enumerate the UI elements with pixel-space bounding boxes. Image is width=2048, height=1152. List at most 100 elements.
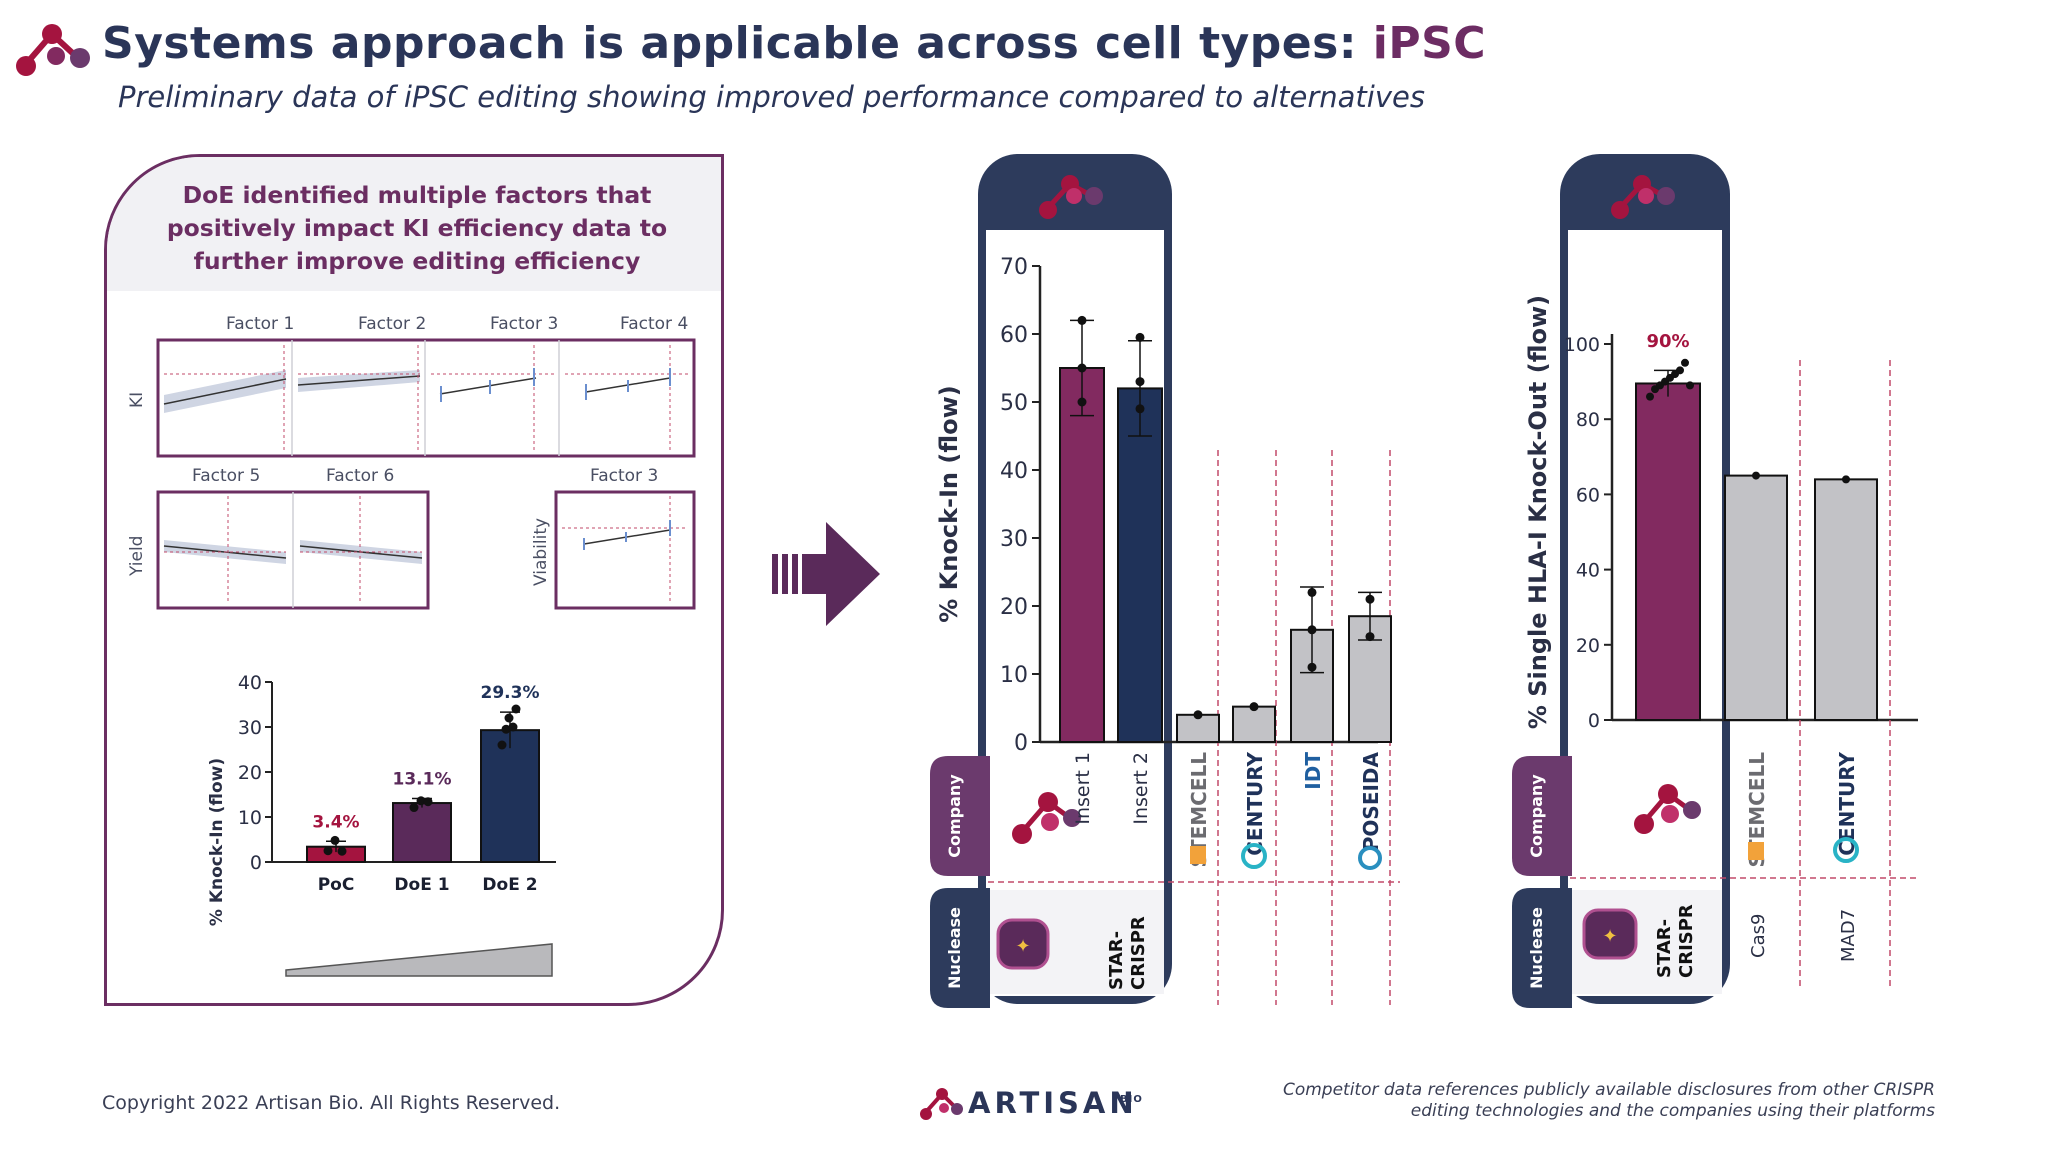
y-tick-label: 40: [238, 672, 262, 694]
data-point: [1193, 710, 1203, 720]
artisan-mark-icon: [1039, 175, 1103, 219]
competitor-note: Competitor data references publicly avai…: [1282, 1080, 1935, 1121]
y-tick-label: 100: [1564, 334, 1600, 356]
y-tick-label: 40: [1576, 560, 1600, 582]
footer-logo-sup: BIO: [1120, 1094, 1143, 1105]
century-logo-icon: [1833, 837, 1859, 863]
data-point: [1686, 381, 1694, 390]
company-logo: CENTURY: [1243, 751, 1267, 855]
stemcell-logo-icon: [1190, 846, 1206, 864]
stemcell-logo-icon: [1748, 842, 1764, 860]
chart-c-ylabel: % Single HLA-I Knock-Out (flow): [1524, 295, 1552, 729]
x-tick-label: Insert 1: [1072, 752, 1094, 825]
data-point: [1307, 587, 1317, 597]
y-tick-label: 60: [1000, 323, 1028, 348]
row-ylabel-viability: Viability: [531, 518, 551, 586]
data-point: [511, 704, 521, 714]
data-point: [330, 835, 340, 845]
y-tick-label: 0: [1014, 731, 1028, 756]
y-tick-label: 80: [1576, 409, 1600, 431]
data-point: [501, 724, 511, 734]
bar: [1635, 382, 1701, 721]
data-point: [1307, 662, 1317, 672]
data-point: [1307, 625, 1317, 635]
bar: [1724, 474, 1788, 721]
y-tick-label: 40: [1000, 459, 1028, 484]
poseida-logo-icon: [1358, 846, 1382, 870]
data-point: [416, 796, 426, 806]
y-tick-label: 0: [1588, 710, 1600, 732]
bar: [1059, 367, 1105, 743]
artisan-logo-icon: [16, 24, 90, 76]
company-logo: POSEIDA: [1359, 751, 1383, 851]
doe-panel: DoE identified multiple factors that pos…: [104, 154, 724, 1006]
bar: [1814, 478, 1878, 721]
doe-heading: DoE identified multiple factors that pos…: [166, 181, 668, 275]
data-label: 13.1%: [393, 770, 452, 790]
page-title: Systems approach is applicable across ce…: [102, 18, 1487, 69]
row-ylabel-yield: Yield: [127, 536, 147, 577]
y-tick-label: 30: [1000, 527, 1028, 552]
nuclease-side-label: Nuclease: [1527, 907, 1546, 989]
data-label: 29.3%: [481, 683, 540, 703]
factor-label: Factor 1: [226, 314, 294, 334]
nuclease-label: MAD7: [1838, 909, 1859, 962]
x-tick-label: PoC: [318, 875, 355, 895]
chart-a-ylabel: % Knock-In (flow): [207, 758, 227, 926]
row-ylabel-ki: KI: [127, 392, 147, 408]
footer-logo-icon: [920, 1088, 963, 1120]
factor-label: Factor 3: [590, 466, 658, 486]
data-point: [323, 846, 333, 856]
artisan-company-logo-icon: [1012, 792, 1081, 844]
artisan-company-logo-icon: [1634, 784, 1701, 834]
footer-logo-text: ARTISAN: [968, 1086, 1138, 1120]
y-tick-label: 10: [238, 807, 262, 829]
nuclease-label: STAR-: [1654, 919, 1675, 978]
factor-frame-row1: [156, 338, 696, 458]
data-point: [1646, 392, 1654, 401]
y-tick-label: 70: [1000, 255, 1028, 280]
factor-plots: Factor 1 Factor 2 Factor 3 Factor 4 KI F…: [127, 314, 696, 610]
x-tick-label: DoE 2: [482, 875, 537, 895]
bar: [1117, 387, 1163, 743]
artisan-mark-icon: [1611, 175, 1675, 219]
copyright-text: Copyright 2022 Artisan Bio. All Rights R…: [102, 1092, 561, 1114]
data-point: [1135, 332, 1145, 342]
chart-b-ylabel: % Knock-In (flow): [935, 385, 963, 622]
hla-knockout-chart: Company Nuclease ✦ % Single HLA-I Knock-…: [1512, 154, 1920, 1008]
data-label: 3.4%: [312, 812, 359, 832]
nuclease-label: CRISPR: [1676, 904, 1697, 978]
doe-knockin-chart: % Knock-In (flow) 0102030403.4%PoC13.1%D…: [207, 672, 556, 977]
data-point: [1365, 594, 1375, 604]
page-subtitle: Preliminary data of iPSC editing showing…: [118, 80, 1425, 114]
y-tick-label: 10: [1000, 663, 1028, 688]
factor-label: Factor 4: [620, 314, 688, 334]
company-logo: IDT: [1301, 752, 1325, 790]
company-side-label: Company: [1527, 774, 1546, 858]
x-tick-label: DoE 1: [394, 875, 449, 895]
data-point: [337, 846, 347, 856]
factor-label: Factor 3: [490, 314, 558, 334]
y-tick-label: 20: [238, 762, 262, 784]
star-crispr-nuclease-icon: ✦: [1582, 908, 1638, 960]
data-point: [1681, 358, 1689, 367]
svg-text:✦: ✦: [1015, 936, 1030, 957]
y-tick-label: 50: [1000, 391, 1028, 416]
data-point: [1249, 702, 1259, 712]
data-point: [497, 740, 507, 750]
x-tick-label: Insert 2: [1130, 752, 1152, 825]
gradient-wedge: [285, 943, 553, 977]
factor-label: Factor 6: [326, 466, 394, 486]
nuclease-label: Cas9: [1748, 914, 1769, 958]
y-tick-label: 20: [1576, 635, 1600, 657]
data-point: [1077, 363, 1087, 373]
star-crispr-nuclease-icon: ✦: [996, 918, 1050, 970]
data-point: [1077, 397, 1087, 407]
data-point: [508, 722, 518, 732]
bar: [392, 802, 452, 864]
data-label: 90%: [1646, 331, 1689, 352]
factor-label: Factor 2: [358, 314, 426, 334]
nuclease-label: STAR-: [1106, 931, 1127, 990]
y-tick-label: 20: [1000, 595, 1028, 620]
arrow-icon: [772, 522, 880, 626]
